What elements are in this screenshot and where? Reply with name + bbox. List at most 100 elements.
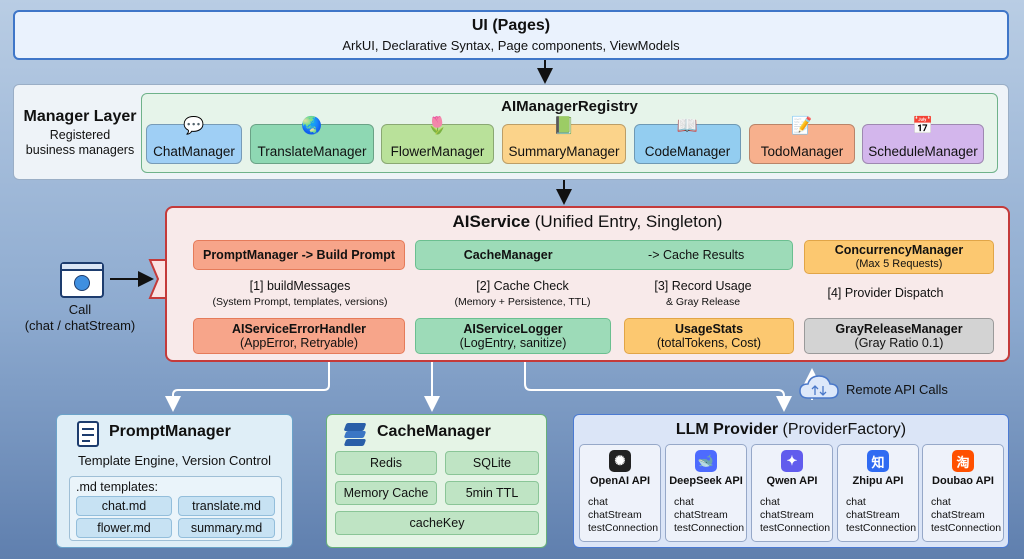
provider-method: chatStream bbox=[846, 509, 900, 521]
llm-box-title: LLM Provider (ProviderFactory) bbox=[574, 421, 1008, 439]
step-2: [2] Cache Check (Memory + Persistence, T… bbox=[440, 279, 605, 310]
provider-method: chat bbox=[588, 496, 608, 508]
cache-redis: Redis bbox=[335, 451, 437, 475]
logger-pill: AIServiceLogger (LogEntry, sanitize) bbox=[415, 318, 611, 354]
step-4: [4] Provider Dispatch bbox=[808, 286, 963, 301]
provider-method: chat bbox=[846, 496, 866, 508]
qwen-logo-icon: ✦ bbox=[781, 450, 803, 472]
openai-logo-icon: ✺ bbox=[609, 450, 631, 472]
deepseek-whale-icon: 🐋 bbox=[695, 450, 717, 472]
templates-panel: .md templates: chat.md translate.md flow… bbox=[69, 476, 282, 541]
registry-title: AIManagerRegistry bbox=[501, 98, 638, 115]
step-1-sub: (System Prompt, templates, versions) bbox=[212, 296, 388, 308]
step-1: [1] buildMessages (System Prompt, templa… bbox=[190, 279, 410, 310]
prompt-box-title: PromptManager bbox=[109, 423, 231, 440]
templates-label: .md templates: bbox=[76, 480, 158, 494]
provider-method: testConnection bbox=[931, 522, 1002, 534]
provider-name: OpenAI API bbox=[589, 475, 651, 487]
remote-api-calls-label: Remote API Calls bbox=[846, 382, 948, 397]
manager-layer-subtitle-line1: Registered bbox=[49, 128, 111, 142]
step-2-sub: (Memory + Persistence, TTL) bbox=[454, 296, 591, 308]
globe-icon: 🌏 bbox=[301, 116, 323, 135]
open-book-icon: 📖 bbox=[676, 116, 699, 135]
provider-method: chat bbox=[931, 496, 951, 508]
usage-stats-pill: UsageStats (totalTokens, Cost) bbox=[624, 318, 794, 354]
code-manager-chip: 📖 CodeManager bbox=[634, 117, 741, 164]
step-2-label: [2] Cache Check bbox=[476, 279, 569, 293]
schedule-manager-chip: 📅 ScheduleManager bbox=[862, 117, 984, 164]
manager-layer-title: Manager Layer bbox=[23, 108, 137, 125]
chip-label: FlowerManager bbox=[390, 144, 485, 159]
provider-method: chatStream bbox=[760, 509, 814, 521]
template-translate: translate.md bbox=[178, 496, 275, 516]
ui-title: UI (Pages) bbox=[471, 17, 551, 34]
api-call-window-icon bbox=[60, 262, 104, 298]
chip-label: SummaryManager bbox=[508, 144, 620, 159]
provider-method: testConnection bbox=[846, 522, 917, 534]
provider-method: testConnection bbox=[588, 522, 659, 534]
provider-name: Qwen API bbox=[766, 475, 818, 487]
provider-name: Zhipu API bbox=[852, 475, 904, 487]
chip-label: TodoManager bbox=[760, 144, 844, 159]
todo-manager-chip: 📝 TodoManager bbox=[749, 117, 855, 164]
provider-name: Doubao API bbox=[932, 475, 994, 487]
provider-method: chat bbox=[674, 496, 694, 508]
ui-pages-box: UI (Pages) ArkUI, Declarative Syntax, Pa… bbox=[13, 10, 1009, 60]
error-handler-pill: AIServiceErrorHandler (AppError, Retryab… bbox=[193, 318, 405, 354]
chip-label: TranslateManager bbox=[257, 144, 367, 159]
database-layers-icon bbox=[343, 423, 367, 447]
step-3-label: [3] Record Usage bbox=[654, 279, 752, 293]
tulip-icon: 🌷 bbox=[426, 116, 449, 135]
chat-bubble-icon: 💬 bbox=[183, 116, 205, 135]
error-handler-subtitle: (AppError, Retryable) bbox=[239, 336, 359, 350]
translate-manager-chip: 🌏 TranslateManager bbox=[250, 117, 374, 164]
prompt-manager-pill-label: PromptManager -> Build Prompt bbox=[202, 248, 396, 262]
cache-box-title: CacheManager bbox=[377, 423, 491, 440]
cache-manager-pill-label: CacheManager bbox=[463, 248, 553, 262]
step-4-label: [4] Provider Dispatch bbox=[827, 286, 944, 300]
prompt-box-subtitle: Template Engine, Version Control bbox=[78, 453, 271, 468]
gray-release-title: GrayReleaseManager bbox=[835, 322, 963, 336]
cloud-icon bbox=[799, 375, 839, 399]
cache-ttl: 5min TTL bbox=[445, 481, 539, 505]
summary-manager-chip: 📗 SummaryManager bbox=[502, 117, 626, 164]
call-label: Call (chat / chatStream) bbox=[10, 302, 150, 334]
provider-method: chatStream bbox=[674, 509, 728, 521]
step-1-label: [1] buildMessages bbox=[249, 279, 351, 293]
cache-manager-pill: CacheManager -> Cache Results bbox=[415, 240, 793, 270]
template-flower: flower.md bbox=[76, 518, 172, 538]
doubao-logo-icon: 淘 bbox=[952, 450, 974, 472]
ui-subtitle: ArkUI, Declarative Syntax, Page componen… bbox=[342, 38, 680, 53]
cache-results-label: -> Cache Results bbox=[648, 248, 745, 262]
prompt-manager-pill: PromptManager -> Build Prompt bbox=[193, 240, 405, 270]
cache-memory: Memory Cache bbox=[335, 481, 437, 505]
provider-method: testConnection bbox=[674, 522, 745, 534]
chip-label: ScheduleManager bbox=[868, 144, 978, 159]
cache-key: cacheKey bbox=[335, 511, 539, 535]
provider-method: chatStream bbox=[588, 509, 642, 521]
concurrency-subtitle: (Max 5 Requests) bbox=[855, 258, 943, 270]
cache-manager-box: CacheManager Redis SQLite Memory Cache 5… bbox=[326, 414, 547, 548]
usage-stats-title: UsageStats bbox=[674, 322, 744, 336]
logger-title: AIServiceLogger bbox=[463, 322, 563, 336]
usage-stats-subtitle: (totalTokens, Cost) bbox=[656, 336, 762, 350]
chip-label: CodeManager bbox=[644, 144, 731, 159]
call-label-line2: (chat / chatStream) bbox=[24, 318, 136, 333]
concurrency-manager-pill: ConcurrencyManager (Max 5 Requests) bbox=[804, 240, 994, 274]
provider-method: chatStream bbox=[931, 509, 985, 521]
template-chat: chat.md bbox=[76, 496, 172, 516]
ai-service-title-bold: AIService bbox=[452, 212, 531, 231]
chat-manager-chip: 💬 ChatManager bbox=[146, 117, 242, 164]
provider-method: chat bbox=[760, 496, 780, 508]
green-book-icon: 📗 bbox=[553, 116, 575, 135]
gray-release-subtitle: (Gray Ratio 0.1) bbox=[854, 336, 944, 350]
llm-box-title-bold: LLM Provider bbox=[675, 421, 779, 438]
logger-subtitle: (LogEntry, sanitize) bbox=[459, 336, 567, 350]
calendar-icon: 📅 bbox=[912, 116, 934, 135]
concurrency-title: ConcurrencyManager bbox=[834, 243, 964, 257]
error-handler-title: AIServiceErrorHandler bbox=[231, 322, 367, 336]
